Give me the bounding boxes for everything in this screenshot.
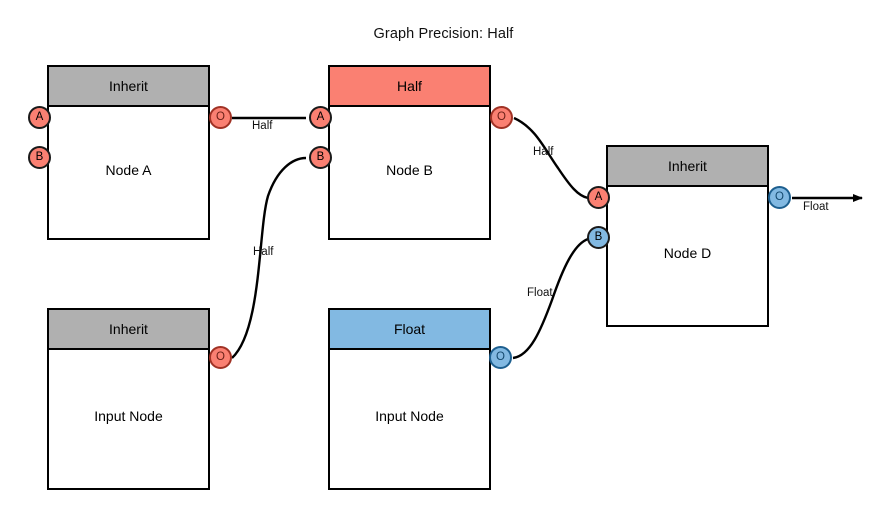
node-a-header: Inherit [49,67,208,107]
node-d-body: Node D [608,187,767,325]
port-node-b-input-b[interactable]: B [309,146,332,169]
input-node-middle-label: Input Node [375,408,444,424]
edge-b-to-d-path [513,116,589,200]
node-d-label: Node D [663,245,712,261]
edge-label-d-output: Float [803,201,829,213]
port-input-node-left-output-o[interactable]: O [209,346,232,369]
port-node-b-input-a[interactable]: A [309,106,332,129]
node-node-b[interactable]: Half Node B [328,65,491,240]
port-node-b-output-o[interactable]: O [490,106,513,129]
node-a-label: Node A [105,161,152,178]
port-node-a-input-b[interactable]: B [28,146,51,169]
edge-inleft-to-b-path [231,156,307,359]
input-node-left-label: Input Node [94,408,163,424]
port-node-a-output-o[interactable]: O [209,106,232,129]
node-node-d[interactable]: Inherit Node D [606,145,769,327]
input-node-middle-body: Input Node [330,350,489,488]
input-node-middle-header: Float [330,310,489,350]
node-input-node-middle[interactable]: Float Input Node [328,308,491,490]
input-node-left-body: Input Node [49,350,208,488]
edge-label-a-to-b: Half [252,120,273,132]
node-b-header: Half [330,67,489,107]
node-d-header: Inherit [608,147,767,187]
port-node-a-input-a[interactable]: A [28,106,51,129]
port-node-d-output-o[interactable]: O [768,186,791,209]
page-title: Graph Precision: Half [373,26,514,42]
node-node-a[interactable]: Inherit Node A [47,65,210,240]
port-input-node-middle-output-o[interactable]: O [489,346,512,369]
node-input-node-left[interactable]: Inherit Input Node [47,308,210,490]
node-b-body: Node B [330,107,489,238]
edge-label-inmiddle-to-d: Float [527,287,553,299]
edge-label-inleft-to-b: Half [253,246,274,258]
port-node-d-input-a[interactable]: A [587,186,610,209]
edge-label-b-to-d: Half [533,146,554,158]
node-b-label: Node B [386,161,433,178]
node-a-body: Node A [49,107,208,238]
port-node-d-input-b[interactable]: B [587,226,610,249]
input-node-left-header: Inherit [49,310,208,350]
